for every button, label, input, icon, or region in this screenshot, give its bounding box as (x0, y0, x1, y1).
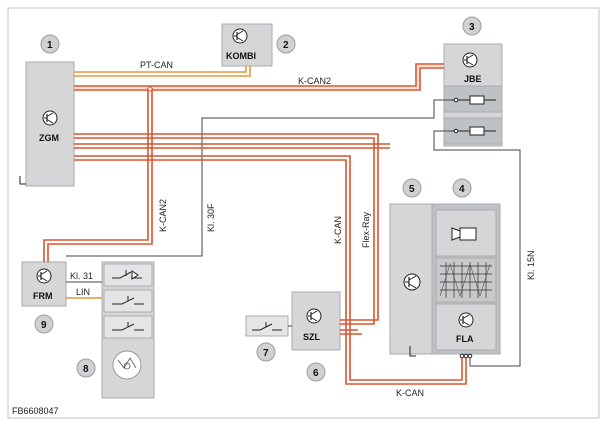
connector-dot (463, 353, 469, 359)
szl-label: SZL (303, 332, 321, 342)
transistor-icon (403, 273, 421, 291)
figure-id: FB6608047 (12, 406, 59, 416)
k-can2-wire (74, 63, 444, 91)
kombi-module: KOMBI (221, 23, 273, 67)
transistor-icon (232, 28, 248, 44)
k-can-szl-wire (340, 329, 362, 335)
zgm-module: ZGM (19, 61, 75, 187)
number-badge-4: 4 (452, 178, 472, 198)
number-badge-6: 6 (306, 362, 326, 382)
jbe-label: JBE (464, 74, 482, 84)
svg-text:7: 7 (263, 348, 269, 359)
kl15n-label: Kl. 15N (526, 250, 536, 280)
k-can-bottom-label: K-CAN (396, 388, 424, 398)
k-can-vertical-label: K-CAN (333, 216, 343, 244)
switch-cluster (101, 261, 155, 399)
frm-module: FRM (21, 261, 67, 307)
stalk-switch (245, 315, 289, 337)
pt-can-label: PT-CAN (140, 60, 173, 70)
frm-label: FRM (33, 291, 53, 301)
zgm-label: ZGM (39, 133, 59, 143)
kombi-label: KOMBI (226, 51, 256, 61)
k-can2-branch-wire (43, 88, 153, 262)
led-switch-icon (112, 270, 142, 280)
kl15n-wire (433, 130, 521, 367)
number-badge-5: 5 (402, 178, 422, 198)
svg-text:6: 6 (313, 368, 319, 379)
svg-text:3: 3 (469, 22, 475, 33)
fla-module: FLA (431, 203, 501, 355)
transistor-icon (42, 110, 58, 126)
kl30f-label: Kl. 30F (206, 203, 216, 232)
connector-dot (467, 353, 473, 359)
kl30f-wire (66, 99, 452, 257)
k-can2-top-label: K-CAN2 (298, 76, 331, 86)
number-badge-9: 9 (34, 314, 54, 334)
pt-can-wire (74, 66, 251, 77)
switch-icon (112, 296, 144, 305)
number-badge-2: 2 (276, 34, 296, 54)
junction-dot (147, 86, 153, 92)
transistor-icon (458, 312, 474, 328)
fuse-icon (452, 95, 496, 105)
kl31-label: Kl. 31 (70, 271, 93, 281)
fuse-icon (452, 126, 496, 136)
svg-text:2: 2 (283, 40, 289, 51)
number-badge-7: 7 (256, 342, 276, 362)
number-badge-1: 1 (40, 34, 60, 54)
flex-ray-label: Flex-Ray (361, 211, 371, 248)
camera-icon (451, 227, 477, 241)
svg-text:5: 5 (409, 184, 415, 195)
number-badge-8: 8 (76, 358, 96, 378)
transistor-icon (36, 268, 52, 284)
module-5 (389, 203, 433, 357)
number-badge-3: 3 (462, 16, 482, 36)
k-can2-vertical-label: K-CAN2 (158, 199, 168, 232)
svg-text:9: 9 (41, 320, 47, 331)
light-sensor-icon (112, 350, 142, 380)
switch-icon (112, 322, 144, 331)
k-can2-wire-shade (74, 65, 444, 89)
flex-ray-wire (74, 133, 390, 325)
svg-text:1: 1 (47, 40, 53, 51)
szl-module: SZL (291, 291, 341, 351)
fla-label: FLA (456, 334, 474, 344)
transistor-icon (306, 308, 322, 324)
transistor-icon (462, 52, 478, 68)
svg-text:4: 4 (459, 184, 465, 195)
outer-frame (7, 7, 600, 419)
connector-dot (459, 353, 465, 359)
k-can-wire (74, 155, 467, 385)
jbe-module: JBE (443, 43, 503, 147)
lin-label: LIN (76, 287, 90, 297)
signal-grid-icon (439, 262, 492, 298)
svg-text:8: 8 (83, 364, 89, 375)
